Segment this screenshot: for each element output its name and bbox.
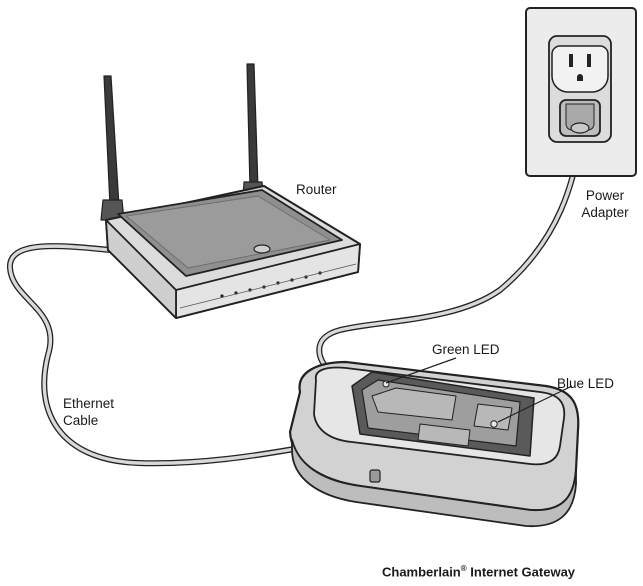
blue-led-label: Blue LED <box>557 375 614 392</box>
gateway-caption-brand: Chamberlain <box>382 564 461 579</box>
router-label: Router <box>296 181 337 198</box>
green-led-label: Green LED <box>432 341 500 358</box>
gateway-front-port <box>370 470 380 482</box>
blue-led-indicator <box>491 421 497 427</box>
gateway-caption: Chamberlain® Internet Gateway <box>382 560 575 580</box>
gateway-caption-suffix: Internet Gateway <box>467 564 575 579</box>
router-antenna-right <box>243 64 264 200</box>
internet-gateway <box>290 362 578 526</box>
ethernet-cable-label-line1: Ethernet <box>63 395 114 412</box>
power-adapter-label: Power Adapter <box>572 187 638 221</box>
power-adapter-label-line1: Power <box>572 187 638 204</box>
router-antenna-left <box>101 76 124 220</box>
outlet-receptacle-upper <box>552 46 608 92</box>
power-adapter-label-line2: Adapter <box>572 204 638 221</box>
ethernet-cable-label: Ethernet Cable <box>63 395 114 429</box>
ethernet-cable-label-line2: Cable <box>63 412 114 429</box>
wall-outlet <box>526 8 636 176</box>
power-plug <box>560 100 600 136</box>
